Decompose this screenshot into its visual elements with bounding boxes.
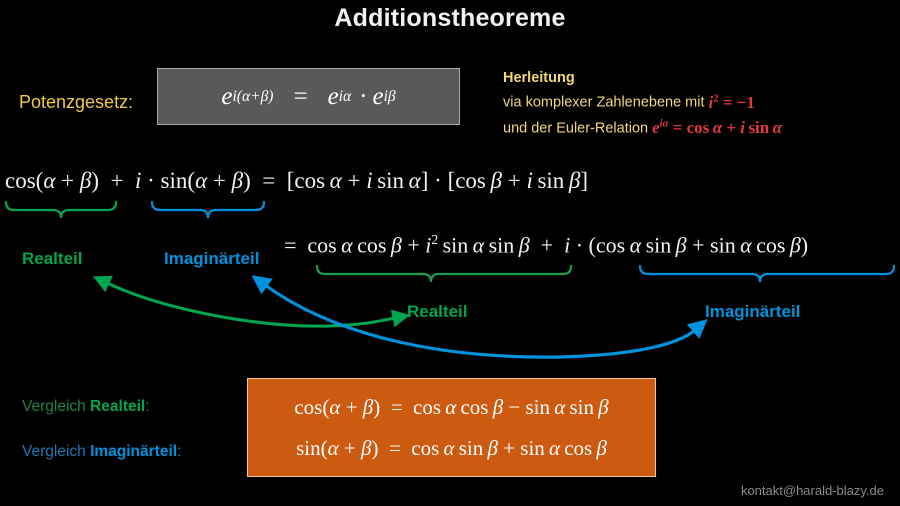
- power-law-lhs-base: e: [221, 82, 233, 110]
- derivation-note-line-2: via komplexer Zahlenebene mit i2 = −1: [503, 88, 898, 114]
- power-law-rhs1-exponent: iα: [338, 87, 352, 105]
- result-formula-sine: sin(α + β) = cos α sin β + sin α cos β: [296, 436, 607, 460]
- derivation-equation-line-1: cos(α + β) + i · sin(α + β) = [cos α + i…: [5, 168, 589, 193]
- underbrace-imaginary-bottom: [638, 264, 896, 283]
- label-realteil-top: Realteil: [22, 249, 83, 268]
- derivation-equation-line-2: = cos α cos β + i2 sin α sin β + i · (co…: [284, 232, 809, 258]
- comparison-imaginary-bold: Imaginärteil: [90, 443, 178, 460]
- power-law-lhs-exponent: i(α+β): [232, 87, 274, 105]
- result-box: cos(α + β) = cos α cos β − sin α sin β s…: [247, 378, 656, 477]
- derivation-note: Herleitung via komplexer Zahlenebene mit…: [503, 69, 898, 139]
- power-law-dot: ·: [359, 82, 368, 110]
- underbrace-real-bottom: [315, 264, 573, 283]
- derivation-note-line-3: und der Euler-Relation eiα = cos α + i s…: [503, 114, 898, 140]
- label-imaginaerteil-top: Imaginärteil: [164, 249, 260, 268]
- label-realteil-bottom: Realteil: [407, 302, 468, 321]
- power-law-label: Potenzgesetz:: [19, 92, 134, 112]
- derivation-note-heading: Herleitung: [503, 70, 575, 86]
- comparison-real-bold: Realteil: [90, 398, 146, 415]
- power-law-rhs2-exponent: iβ: [383, 87, 396, 105]
- comparison-label-real: Vergleich Realteil:: [22, 398, 150, 416]
- power-law-rhs2-base: e: [372, 82, 384, 110]
- comparison-imaginary-suffix: :: [177, 443, 182, 460]
- page-title: Additionstheoreme: [334, 4, 566, 32]
- comparison-real-suffix: :: [145, 398, 150, 415]
- label-imaginaerteil-bottom: Imaginärteil: [705, 302, 801, 321]
- derivation-note-line-3-text: und der Euler-Relation: [503, 120, 649, 137]
- derivation-note-line-2-math: i2 = −1: [708, 92, 755, 112]
- result-formula-cosine: cos(α + β) = cos α cos β − sin α sin β: [294, 395, 609, 419]
- power-law-equals: =: [293, 82, 308, 110]
- derivation-note-line-2-text: via komplexer Zahlenebene mit: [503, 94, 705, 111]
- comparison-real-prefix: Vergleich: [22, 398, 91, 415]
- arrow-imaginary-connector: [251, 275, 708, 359]
- comparison-label-imaginary: Vergleich Imaginärteil:: [22, 443, 181, 461]
- underbrace-real-top: [4, 200, 118, 219]
- derivation-note-line-3-math: eiα = cos α + i sin α: [652, 118, 783, 138]
- underbrace-imaginary-top: [150, 200, 266, 219]
- comparison-imaginary-prefix: Vergleich: [22, 443, 91, 460]
- power-law-rhs1-base: e: [327, 82, 339, 110]
- arrow-real-connector: [92, 275, 411, 328]
- footer-contact: kontakt@harald-blazy.de: [740, 483, 884, 498]
